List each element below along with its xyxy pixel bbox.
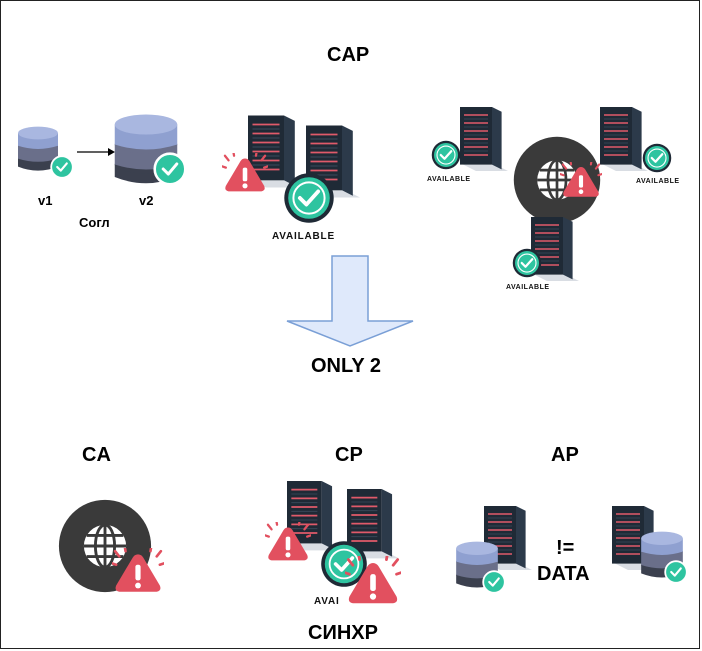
svg-text:AVAILABLE: AVAILABLE <box>636 178 680 185</box>
v2-label: v2 <box>139 193 154 208</box>
data-label: DATA <box>537 563 590 585</box>
svg-text:AVAILABLE: AVAILABLE <box>272 231 335 242</box>
check-icon <box>50 155 74 179</box>
svg-text:AVAILABLE: AVAILABLE <box>427 176 471 183</box>
available-label: AVAILABLE <box>636 178 680 185</box>
available-check-icon <box>642 143 672 173</box>
ca-title: CA <box>82 444 111 466</box>
available-label: AVAILABLE <box>427 176 471 183</box>
cp-title: CP <box>335 444 363 466</box>
warning-icon <box>560 162 602 198</box>
v1-label: v1 <box>38 193 53 208</box>
available-check-icon <box>283 172 335 224</box>
cap-title: CAP <box>327 44 370 66</box>
available-label: AVAILABLE <box>506 284 550 291</box>
check-icon <box>153 152 187 186</box>
available-partial-label: AVAI <box>314 596 340 607</box>
available-check-icon <box>512 248 542 278</box>
svg-text:AVAI: AVAI <box>314 596 340 607</box>
warning-icon <box>112 548 164 594</box>
consistency-label: Согл <box>79 215 110 230</box>
arrow-icon <box>77 148 115 156</box>
available-check-icon <box>431 140 461 170</box>
warning-icon <box>222 153 268 193</box>
check-icon <box>482 570 506 594</box>
ap-title: AP <box>551 444 579 466</box>
cp-caption: СИНХР <box>308 622 378 644</box>
only-two-label: ONLY 2 <box>311 355 382 377</box>
server-icon <box>460 106 508 172</box>
available-label: AVAILABLE <box>272 231 335 242</box>
warning-icon <box>265 522 311 562</box>
warning-icon <box>345 556 401 605</box>
svg-text:AVAILABLE: AVAILABLE <box>506 284 550 291</box>
check-icon <box>664 560 688 584</box>
not-equal-label: != <box>556 537 575 559</box>
server-icon <box>600 106 648 172</box>
down-arrow-icon <box>286 255 414 347</box>
